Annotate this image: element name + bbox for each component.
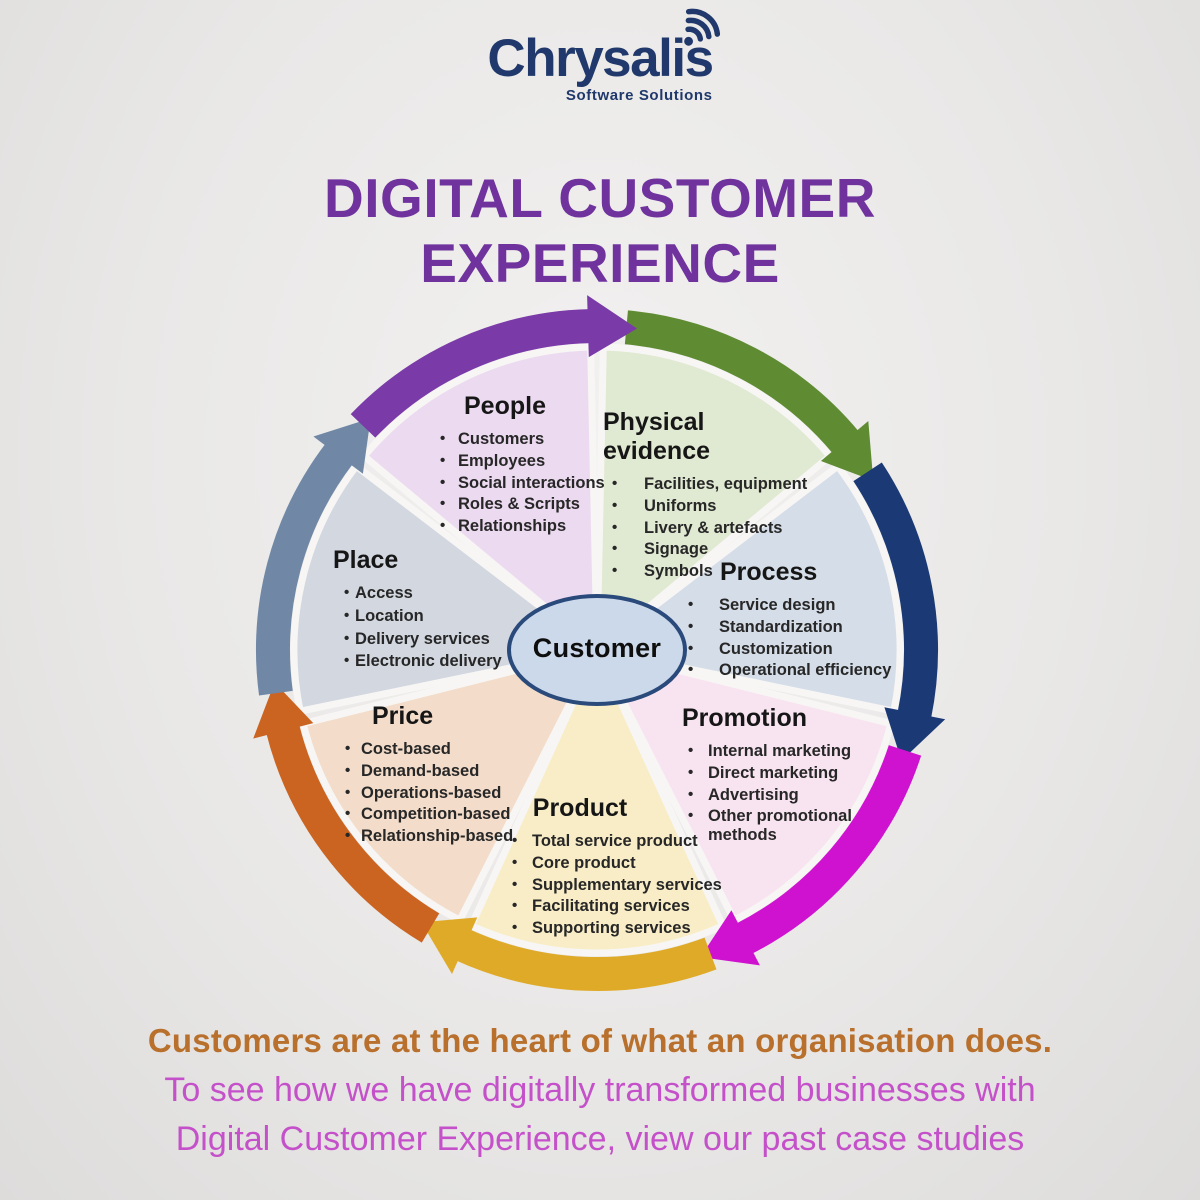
segment-items: CustomersEmployeesSocial interactionsRol… (400, 430, 610, 536)
segment-promotion: Promotion Internal marketingDirect marke… (679, 704, 879, 848)
bullet-item: Operational efficiency (683, 661, 898, 680)
segment-title: Physical evidence (603, 408, 711, 465)
arrow-head-promotion (700, 910, 760, 966)
page-title-line2: EXPERIENCE (420, 232, 780, 294)
segment-items: Internal marketingDirect marketingAdvert… (679, 742, 879, 845)
bullet-item: Social interactions (400, 474, 610, 493)
footer-line-1: Customers are at the heart of what an or… (147, 1022, 1053, 1059)
bullet-item: Relationships (400, 517, 610, 536)
bullet-item: Direct marketing (679, 764, 879, 783)
segment-process: Process Service designStandardizationCus… (683, 558, 898, 683)
brand-wordmark: Chrysalis (487, 29, 714, 88)
arrow-arc-process (853, 462, 938, 719)
bullet-item: Employees (400, 452, 610, 471)
segment-title: People (464, 392, 546, 420)
footer-line-2: To see how we have digitally transformed… (164, 1071, 1036, 1109)
bullet-item: Uniforms (603, 497, 818, 516)
arrow-arc-place (256, 442, 354, 696)
segment-place: Place AccessLocationDelivery servicesEle… (328, 546, 528, 675)
arrow-arc-price (266, 724, 440, 943)
segment-people: People CustomersEmployeesSocial interact… (400, 392, 610, 539)
bullet-item: Supplementary services (480, 876, 722, 895)
bullet-item: Operations-based (338, 784, 538, 803)
segment-items: Facilities, equipmentUniformsLivery & ar… (603, 475, 818, 581)
bullet-item: Internal marketing (679, 742, 879, 761)
segment-title: Product (532, 794, 628, 822)
arrow-arc-promotion (735, 744, 922, 955)
bullet-item: Competition-based (338, 805, 538, 824)
page-title-line1: DIGITAL CUSTOMER (324, 167, 876, 229)
bullet-item: Location (328, 607, 528, 627)
bullet-item: Advertising (679, 786, 879, 805)
segment-physical-evidence: Physical evidence Facilities, equipmentU… (603, 408, 818, 584)
customer-center-label: Customer (532, 633, 662, 663)
bullet-item: Symbols (603, 562, 818, 581)
arrow-head-place (313, 418, 371, 474)
bullet-item: Delivery services (328, 630, 528, 650)
arrow-head-people (587, 295, 637, 358)
bullet-item: Electronic delivery (328, 652, 528, 672)
segment-product: Product Total service productCore produc… (480, 794, 722, 941)
segment-items: Total service productCore productSupplem… (480, 832, 722, 938)
brand-logo: Chrysalis Software Solutions (0, 8, 1200, 105)
bullet-item: Customers (400, 430, 610, 449)
arrow-head-process (884, 707, 946, 761)
bullet-item: Facilities, equipment (603, 475, 818, 494)
bullet-item: Supporting services (480, 919, 691, 938)
brand-tagline: Software Solutions (565, 87, 713, 104)
bullet-item: Relationship-based (338, 827, 538, 846)
bullet-item: Signage (603, 540, 818, 559)
arrow-arc-people (350, 309, 591, 438)
wifi-signal-icon (683, 8, 720, 46)
arrow-head-physical-evidence (820, 421, 874, 481)
arrow-head-price (253, 682, 314, 739)
bullet-item: Core product (480, 854, 680, 873)
page-title: DIGITAL CUSTOMER EXPERIENCE (0, 166, 1200, 296)
bullet-item: Standardization (683, 618, 898, 637)
bullet-item: Service design (683, 596, 898, 615)
bullet-item: Cost-based (338, 740, 538, 759)
footer-line-3: Digital Customer Experience, view our pa… (175, 1120, 1025, 1158)
segment-items: AccessLocationDelivery servicesElectroni… (328, 584, 528, 672)
segment-title: Price (372, 702, 434, 730)
bullet-item: Roles & Scripts (400, 495, 610, 514)
arrow-head-product (421, 917, 478, 974)
segment-title: Promotion (682, 704, 807, 732)
bullet-item: Livery & artefacts (603, 519, 818, 538)
arrow-arc-product (455, 929, 717, 991)
segment-items: Service designStandardizationCustomizati… (683, 596, 898, 680)
segment-title: Place (333, 546, 399, 574)
arrow-arc-physical-evidence (624, 310, 860, 454)
segment-items: Cost-basedDemand-basedOperations-basedCo… (338, 740, 538, 846)
bullet-item: Customization (683, 640, 898, 659)
segment-title: Process (720, 558, 818, 586)
bullet-item: Facilitating services (480, 897, 690, 916)
bullet-item: Access (328, 584, 528, 604)
bullet-item: Demand-based (338, 762, 538, 781)
footer-lines-2-3: To see how we have digitally transformed… (0, 1066, 1200, 1164)
bullet-item: Other promotional methods (679, 807, 879, 845)
segment-price: Price Cost-basedDemand-basedOperations-b… (338, 702, 538, 849)
